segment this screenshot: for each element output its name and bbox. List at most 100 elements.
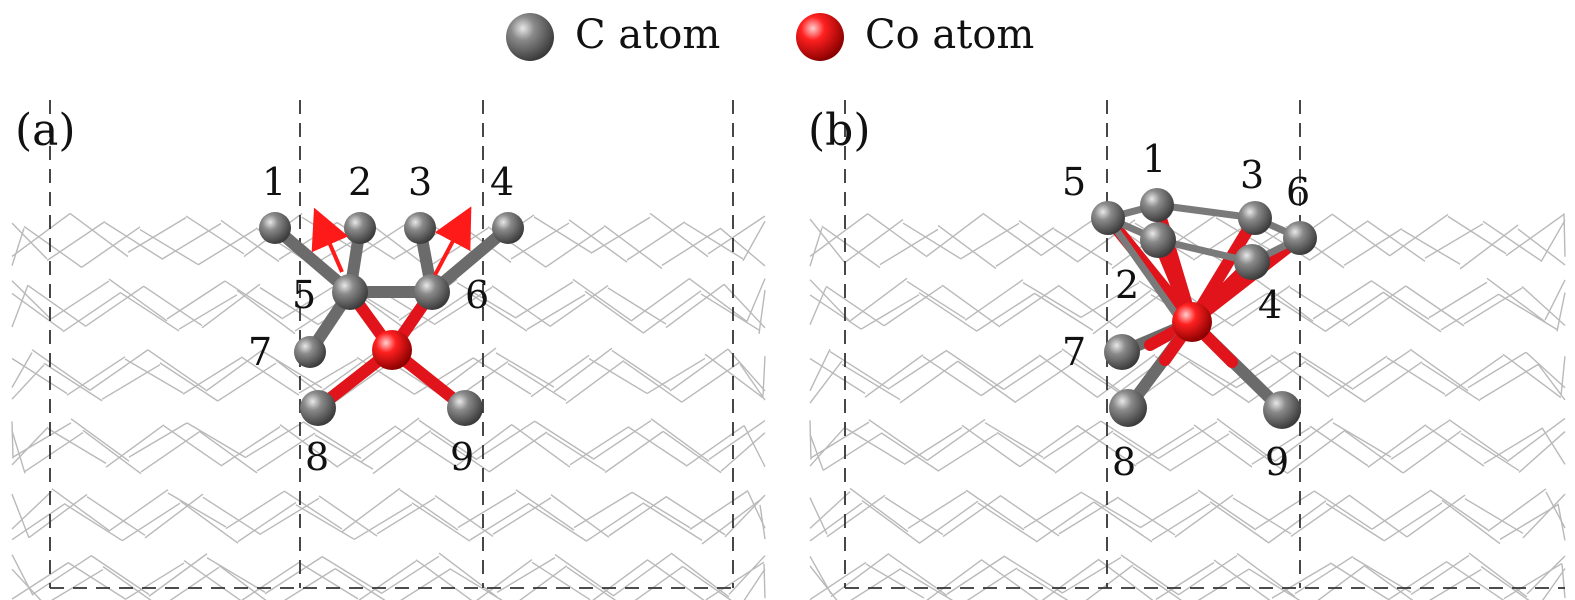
lattice-bond: [1370, 279, 1430, 321]
carbon-atom: [1140, 222, 1176, 258]
lattice-bond: [67, 561, 127, 600]
lattice-bond: [688, 277, 748, 323]
displacement-arrow: [433, 206, 472, 276]
lattice-bond: [202, 496, 262, 536]
lattice-bond: [197, 228, 257, 266]
lattice-bond: [178, 294, 238, 330]
lattice-bond: [682, 566, 732, 600]
lattice-bond: [1428, 281, 1488, 319]
lattice-bond: [28, 493, 88, 539]
lattice-bond: [81, 226, 141, 268]
lattice-bond: [634, 565, 684, 600]
lattice-bond: [1352, 557, 1412, 593]
lattice-bond: [1236, 552, 1296, 598]
lattice-bond: [545, 226, 605, 268]
lattice-bond: [608, 495, 668, 537]
lattice-bond: [27, 284, 87, 328]
lattice-bond: [902, 222, 962, 260]
lattice-bond: [1401, 229, 1461, 265]
lattice-bond: [1003, 350, 1063, 390]
legend-carbon-label: C atom: [575, 12, 720, 58]
atom-label: 5: [1062, 160, 1086, 204]
lattice-bond: [143, 285, 203, 327]
lattice-bond: [167, 492, 227, 528]
lattice-bond: [1085, 564, 1134, 600]
lattice-bond: [62, 291, 122, 333]
lattice-bond: [809, 279, 850, 321]
lattice-bond: [11, 280, 52, 320]
lattice-bond: [603, 224, 663, 270]
lattice-bond: [11, 228, 25, 266]
lattice-bond: [11, 357, 68, 395]
lattice-bond: [926, 559, 983, 600]
carbon-atom: [1234, 244, 1270, 280]
lattice-bond: [1542, 568, 1566, 600]
lattice-bond: [631, 491, 691, 529]
lattice-bond: [1448, 419, 1508, 461]
lattice-bond: [1487, 488, 1547, 532]
carbon-atom: [344, 212, 376, 244]
lattice-bond: [848, 277, 908, 323]
lattice-bond: [1387, 561, 1447, 600]
lattice-bond: [1228, 430, 1288, 474]
lattice-bond: [1177, 352, 1237, 388]
lattice-bond: [888, 553, 948, 597]
atom-label: 8: [305, 435, 329, 479]
lattice-bond: [1139, 491, 1199, 529]
lattice-bond: [341, 487, 401, 533]
atom-label: 6: [1286, 170, 1310, 214]
lattice-bond: [1389, 213, 1449, 257]
lattice-bond: [510, 222, 570, 260]
lattice-bond: [1058, 497, 1118, 535]
lattice-bond: [996, 431, 1056, 473]
lattice-bond: [821, 225, 881, 269]
lattice-bond: [809, 425, 847, 467]
lattice-bond: [1444, 355, 1504, 397]
lattice-bond: [661, 228, 721, 266]
lattice-bond: [704, 353, 764, 399]
lattice-bond: [1061, 348, 1121, 392]
lattice-bond: [263, 351, 323, 389]
lattice-bond: [701, 499, 761, 545]
lattice-bond: [162, 222, 222, 260]
lattice-bond: [1480, 565, 1530, 600]
lattice-bond: [1216, 418, 1276, 462]
lattice-bond: [1468, 552, 1528, 598]
lattice-bond: [649, 212, 709, 258]
lattice-bond: [1324, 291, 1384, 333]
lattice-bond: [1035, 501, 1095, 543]
lattice-bond: [1231, 285, 1291, 327]
lattice-bond: [1038, 354, 1098, 398]
lattice-bond: [11, 421, 14, 459]
lattice-bond: [414, 357, 474, 395]
lattice-bond: [457, 491, 517, 529]
lattice-bond: [1092, 289, 1152, 335]
lattice-bond: [183, 560, 242, 600]
lattice-bond: [1421, 362, 1481, 402]
lattice-bond: [1266, 292, 1326, 332]
cobalt-atom: [1172, 302, 1212, 342]
lattice-bond: [964, 279, 1024, 321]
lattice-bond: [849, 487, 909, 533]
lattice-bond: [1429, 489, 1489, 531]
lattice-bond: [1294, 555, 1354, 595]
lattice-bond: [684, 222, 744, 260]
lattice-bond: [63, 502, 123, 542]
lattice-bond: [11, 212, 71, 258]
lattice-bond: [1254, 278, 1314, 322]
lattice-bond: [1557, 503, 1566, 541]
lattice-bond: [127, 217, 187, 253]
carbon-atom: [332, 274, 368, 310]
lattice-bond: [496, 557, 556, 593]
lattice-bond: [742, 220, 766, 262]
lattice-bond: [1367, 424, 1427, 468]
atom-label: 7: [1062, 330, 1086, 374]
lattice-bond: [1247, 360, 1307, 404]
lattice-bond: [1255, 490, 1315, 530]
lattice-bond: [1041, 559, 1099, 600]
lattice-bond: [700, 293, 760, 331]
lattice-bond: [299, 562, 359, 600]
lattice-bond: [411, 502, 471, 542]
lattice-bond: [240, 356, 300, 396]
lattice-bond: [1081, 492, 1141, 528]
